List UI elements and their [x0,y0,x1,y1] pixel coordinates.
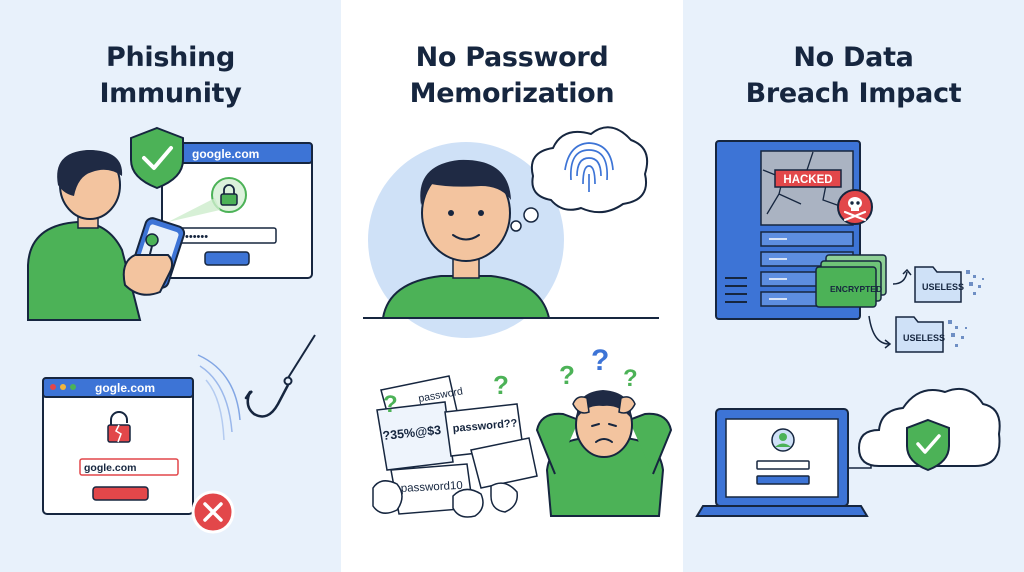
password-mask: •••••• [185,231,208,243]
password-notes-pile: password ?35%@$3 password?? password10 [372,375,538,518]
shield-check-icon [130,126,184,190]
legit-browser-window: google.com •••••• [161,142,313,279]
title-line-1: No Password [415,42,609,73]
svg-text:?: ? [383,391,398,418]
svg-text:?: ? [493,370,509,400]
note-3: password?? [452,417,518,435]
useless-label-2: USELESS [903,333,945,343]
login-button [204,251,250,266]
phish-field-value: gogle.com [84,462,137,474]
useless-folder-2: USELESS [895,316,967,353]
panel-phishing-immunity: Phishing Immunity google.com •••••• [0,0,341,572]
svg-text:?: ? [559,360,575,390]
phishing-illustration: google.com •••••• [27,126,316,534]
useless-folder-1: USELESS [914,266,984,303]
question-marks: ? ? ? ? ? [383,344,638,418]
title-line-1: No Data [793,42,914,73]
phish-url: gogle.com [95,381,155,395]
memorization-illustration: password ?35%@$3 password?? password10 ?… [363,126,673,518]
breach-illustration: HACKED [695,140,1001,517]
thought-bubble [510,126,649,232]
hacked-label: HACKED [783,174,832,186]
note-2: ?35%@$3 [382,423,442,443]
panel-title: No Data Breach Impact [683,40,1024,112]
phishing-browser-window: gogle.com gogle.com [42,377,194,515]
cloud-shield-icon [857,388,1001,472]
useless-label-1: USELESS [922,282,964,292]
title-line-2: Memorization [409,78,615,109]
note-4: password10 [401,480,464,495]
stressed-person [535,390,673,517]
legit-url: google.com [192,147,259,161]
skull-icon [837,189,873,225]
svg-text:?: ? [623,365,638,392]
fishing-hook-icon [197,334,316,441]
title-line-2: Breach Impact [745,78,962,109]
panel-no-password-memorization: No Password Memorization [341,0,683,572]
key-icon [145,233,159,247]
encrypted-files: ENCRYPTED [815,254,912,349]
blocked-x-icon [191,490,235,534]
svg-text:?: ? [591,344,609,377]
calm-person [381,159,551,319]
panel-title: Phishing Immunity [0,40,341,112]
person-with-phone [27,150,186,321]
laptop [695,408,883,517]
phish-field [79,458,179,476]
panel-title: No Password Memorization [341,40,683,112]
fingerprint-icon [564,142,614,192]
title-line-2: Immunity [99,78,242,109]
panel-no-data-breach-impact: No Data Breach Impact HACKED [683,0,1024,572]
title-line-1: Phishing [106,42,235,73]
encrypted-label: ENCRYPTED [830,284,882,294]
